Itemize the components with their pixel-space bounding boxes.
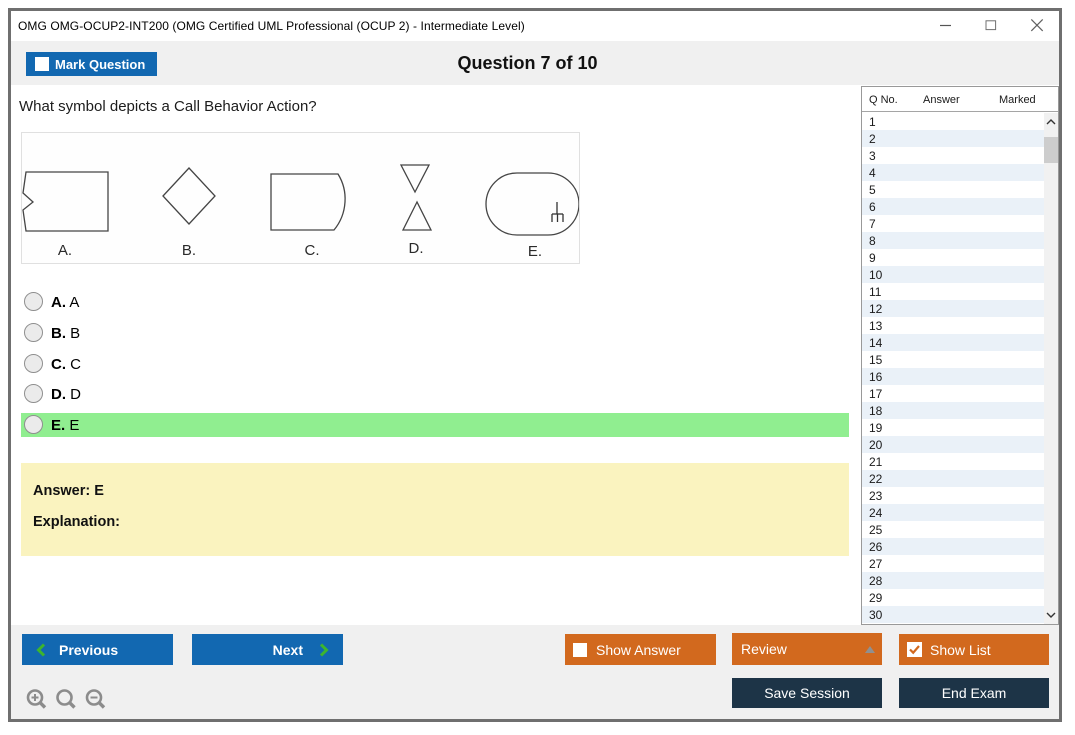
svg-text:A.: A. [58,242,72,259]
svg-text:B.: B. [182,242,196,259]
svg-text:E.: E. [528,243,542,260]
svg-text:C.: C. [305,242,320,259]
svg-text:D.: D. [409,240,424,257]
